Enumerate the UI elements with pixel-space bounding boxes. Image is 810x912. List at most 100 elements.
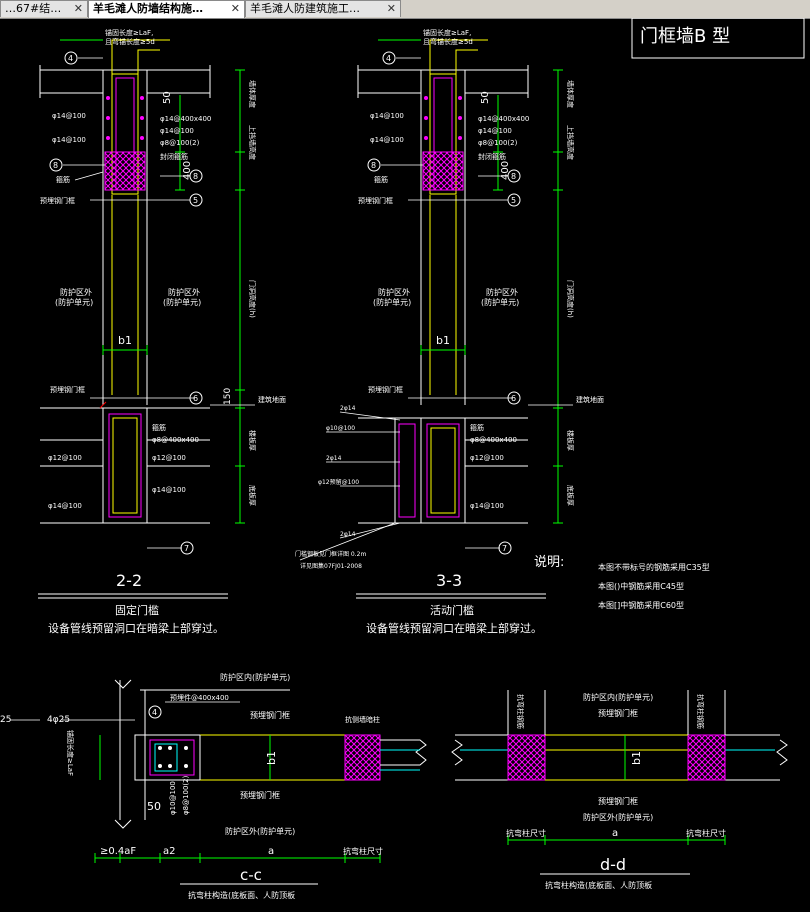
section-3-3: 4 8 8 5 6 7 锚固长度≥LaF, 且弯锚长度≥5d 50 φ14@40… xyxy=(295,28,604,635)
label-note: 封闭箍筋 xyxy=(478,152,506,161)
rebar-note: φ14@100 xyxy=(48,502,82,510)
dim-label: 抗弯柱尺寸 xyxy=(506,828,546,838)
rebar-note: φ14@100 xyxy=(152,486,186,494)
rebar-note: φ14@400x400 xyxy=(160,115,211,123)
dim-400: 400 xyxy=(182,161,193,180)
zone-label: 防护区内(防护单元) xyxy=(583,692,653,702)
close-icon[interactable]: ✕ xyxy=(73,2,83,15)
rebar-note: φ14@400x400 xyxy=(478,115,529,123)
vertical-label: 上挡墙高度 xyxy=(248,125,257,160)
callout-7: 7 xyxy=(502,544,507,553)
dim-label: 50 xyxy=(147,800,161,813)
anchor-note: 锚固长度≥LaF, xyxy=(423,28,471,37)
active-sill-note: φ12预留@100 xyxy=(318,478,359,486)
callout-4: 4 xyxy=(386,54,391,63)
cad-drawing-canvas[interactable]: 门框墙B 型 xyxy=(0,18,810,912)
document-tab-bar: …67#结… ✕ 羊毛滩人防墙结构施… ✕ 羊毛滩人防建筑施工… ✕ xyxy=(0,0,810,19)
anchor-note: 锚固长度≥LaF, xyxy=(105,28,153,37)
dim-b1: b1 xyxy=(118,334,132,347)
callout-7: 7 xyxy=(184,544,189,553)
active-sill-note: 详见图集07FJ01-2008 xyxy=(300,562,362,570)
dim-label: 抗弯柱尺寸 xyxy=(686,828,726,838)
dim-b1: b1 xyxy=(630,751,643,765)
zone-label: 预埋钢门框 xyxy=(598,796,638,806)
section-label-c-c: c-c xyxy=(240,866,262,884)
section-d-d: 防护区内(防护单元) 预埋钢门框 预埋钢门框 防护区外(防护单元) 抗弯柱尺寸 … xyxy=(451,690,788,890)
rebar-note: φ12@100 xyxy=(470,454,504,462)
rebar-note: φ8@400x400 xyxy=(470,436,517,444)
callout-6: 6 xyxy=(511,394,516,403)
tab-drawing-3[interactable]: 羊毛滩人防建筑施工… ✕ xyxy=(245,0,401,17)
section-note: 设备管线预留洞口在暗梁上部穿过。 xyxy=(48,621,224,635)
callout-4: 4 xyxy=(68,54,73,63)
vertical-label: 楼板厚 xyxy=(566,430,575,451)
zone-label: 预埋钢门框 xyxy=(598,708,638,718)
section-label-2-2: 2-2 xyxy=(116,571,142,590)
callout-5: 5 xyxy=(511,196,516,205)
tab-drawing-1[interactable]: …67#结… ✕ xyxy=(0,0,88,17)
zone-label: 防护区外(防护单元) xyxy=(225,826,295,836)
drawing-title: 门框墙B 型 xyxy=(640,26,730,47)
active-sill-note: 2φ14 xyxy=(326,455,342,462)
zone-label: (防护单元) xyxy=(481,297,519,307)
note-line: 本图()中钢筋采用C45型 xyxy=(598,581,684,591)
dim-label: ≥0.4aF xyxy=(100,846,136,857)
section-caption: 抗弯柱构造(底板面、人防顶板 xyxy=(545,880,652,890)
label-note: 预埋钢门框 xyxy=(50,385,85,394)
anchor-note: 且弯锚长度≥5d xyxy=(105,37,155,46)
zone-label: (防护单元) xyxy=(55,297,93,307)
rebar-note: φ12@100 xyxy=(48,454,82,462)
dim-label: 25 xyxy=(0,715,11,725)
label-note: 封闭箍筋 xyxy=(160,152,188,161)
active-sill-note: 2φ14 xyxy=(340,405,356,412)
tab-label: …67#结… xyxy=(5,2,62,15)
callout-6: 6 xyxy=(193,394,198,403)
zone-label: 防护区外 xyxy=(378,287,410,297)
zone-label: 预埋钢门框 xyxy=(250,710,290,720)
tab-label: 羊毛滩人防建筑施工… xyxy=(250,2,360,15)
section-note: 设备管线预留洞口在暗梁上部穿过。 xyxy=(366,621,542,635)
section-title: 固定门槛 xyxy=(115,603,159,617)
label-note: 箍筋 xyxy=(152,423,166,432)
active-sill-note: 2φ14 xyxy=(340,531,356,538)
callout-8: 8 xyxy=(193,172,198,181)
vertical-label: 墙体厚度 xyxy=(248,80,257,108)
rebar-note: φ14@100 xyxy=(470,502,504,510)
close-icon[interactable]: ✕ xyxy=(230,2,240,15)
dim-50: 50 xyxy=(480,91,491,104)
section-title: 活动门槛 xyxy=(430,603,474,617)
rebar-note: φ14@100 xyxy=(52,112,86,120)
label-note: 预埋钢门框 xyxy=(368,385,403,394)
vertical-label: 门洞高度(h) xyxy=(248,280,257,318)
rebar-note: φ14@100 xyxy=(370,112,404,120)
callout-5: 5 xyxy=(193,196,198,205)
label-note: 箍筋 xyxy=(56,175,70,184)
dim-label: a xyxy=(612,828,618,839)
note-line: 本图不带标号的钢筋采用C35型 xyxy=(598,562,710,572)
rebar-note: φ14@100 xyxy=(160,127,194,135)
section-caption: 抗弯柱构造(底板面、人防顶板 xyxy=(188,890,295,900)
vertical-label: 上挡墙高度 xyxy=(566,125,575,160)
rebar-note: φ14@100 xyxy=(370,136,404,144)
vertical-label: 抗弯柱钢筋 xyxy=(516,694,525,729)
vertical-label: 门洞高度(h) xyxy=(566,280,575,318)
zone-label: (防护单元) xyxy=(163,297,201,307)
callout-8: 8 xyxy=(511,172,516,181)
dim-50: 50 xyxy=(162,91,173,104)
dim-label: a2 xyxy=(163,846,176,857)
tab-drawing-2[interactable]: 羊毛滩人防墙结构施… ✕ xyxy=(88,0,245,18)
vertical-label: 抗弯柱钢筋 xyxy=(696,694,705,729)
rebar-note: φ14@100 xyxy=(478,127,512,135)
zone-label: 预埋钢门框 xyxy=(240,790,280,800)
label-note: 预埋钢门框 xyxy=(358,196,393,205)
rebar-note: φ10@100 xyxy=(169,781,177,815)
label-note: 箍筋 xyxy=(374,175,388,184)
notes-heading: 说明: xyxy=(534,555,564,570)
zone-label: (防护单元) xyxy=(373,297,411,307)
tab-label: 羊毛滩人防墙结构施… xyxy=(93,2,203,15)
section-label-d-d: d-d xyxy=(600,855,626,874)
cad-drawing: 门框墙B 型 xyxy=(0,18,805,900)
dim-label: a xyxy=(268,846,274,857)
dim-b1: b1 xyxy=(436,334,450,347)
close-icon[interactable]: ✕ xyxy=(386,2,396,15)
